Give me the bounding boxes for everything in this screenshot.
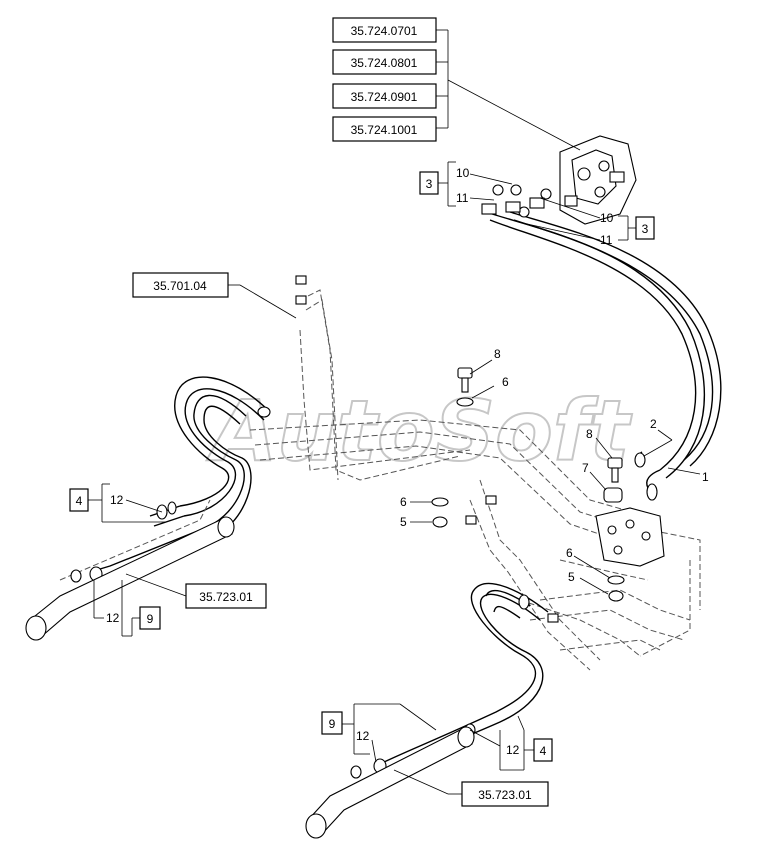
callout-11-upper: 11	[456, 191, 469, 205]
cylinder-left	[25, 499, 235, 641]
callout-5-right: 5	[568, 570, 575, 584]
kit-box-4-bottom[interactable]: 4	[533, 738, 553, 762]
ref-box-0701[interactable]: 35.724.0701	[332, 17, 437, 43]
callout-5-left: 5	[400, 515, 407, 529]
callout-2: 2	[650, 417, 657, 431]
kit-9-left-label: 9	[147, 612, 154, 626]
fittings-upper	[481, 184, 552, 218]
callout-12-left-upper: 12	[110, 493, 124, 507]
kit-3-left-label: 3	[426, 177, 433, 191]
ref-box-72301-left[interactable]: 35.723.01	[185, 583, 267, 609]
ref-72301-bottom-label: 35.723.01	[478, 788, 532, 802]
kit-box-3-right[interactable]: 3	[635, 216, 655, 240]
hose-pair-upper	[485, 211, 722, 501]
callout-6-mid: 6	[502, 375, 509, 389]
callout-12-bottom-left: 12	[356, 729, 370, 743]
callout-6-right: 6	[566, 546, 573, 560]
kit-4-left-label: 4	[76, 494, 83, 508]
callout-10-right: 10	[600, 211, 614, 225]
callout-12-bottom-right: 12	[506, 743, 520, 757]
kit-box-4-left[interactable]: 4	[69, 488, 89, 512]
kit-box-9-left[interactable]: 9	[139, 606, 161, 630]
ref-box-70104[interactable]: 35.701.04	[132, 272, 229, 298]
ref-box-1001[interactable]: 35.724.1001	[332, 116, 437, 142]
callout-6-left: 6	[400, 495, 407, 509]
ref-0901-label: 35.724.0901	[351, 90, 418, 104]
bolt-assembly-right	[603, 457, 625, 602]
kit-box-9-bottom[interactable]: 9	[321, 711, 343, 735]
kit-4-bottom-label: 4	[540, 744, 547, 758]
ref-box-0901[interactable]: 35.724.0901	[332, 83, 437, 109]
bolt-assembly-mid	[431, 367, 474, 528]
callout-10-upper: 10	[456, 166, 470, 180]
ref-0801-label: 35.724.0801	[351, 56, 418, 70]
leader-lines	[88, 29, 701, 795]
ref-72301-left-label: 35.723.01	[199, 590, 253, 604]
ref-0701-label: 35.724.0701	[351, 24, 418, 38]
ref-box-0801[interactable]: 35.724.0801	[332, 49, 437, 75]
callout-numbers: 10 11 10 11 2 1 8 6 6 5 8 7 6 5 12 12 12…	[106, 166, 709, 757]
ref-1001-label: 35.724.1001	[351, 123, 418, 137]
callout-12-left-lower: 12	[106, 611, 120, 625]
frame-fittings	[295, 275, 559, 623]
callout-7: 7	[582, 461, 589, 475]
callout-8-right: 8	[586, 427, 593, 441]
callout-8-mid: 8	[494, 347, 501, 361]
kit-3-right-label: 3	[642, 222, 649, 236]
callout-1: 1	[702, 470, 709, 484]
ref-70104-label: 35.701.04	[153, 279, 207, 293]
cylinder-bottom	[305, 726, 475, 839]
watermark-text: AutoSoft	[206, 382, 632, 480]
callout-11-right: 11	[600, 233, 613, 247]
valve-block-middle	[595, 507, 665, 567]
control-valve	[559, 135, 637, 225]
kit-box-3-left[interactable]: 3	[419, 171, 439, 195]
phantom-frame	[249, 289, 701, 671]
kit-9-bottom-label: 9	[329, 717, 336, 731]
ref-box-72301-bottom[interactable]: 35.723.01	[461, 781, 549, 807]
